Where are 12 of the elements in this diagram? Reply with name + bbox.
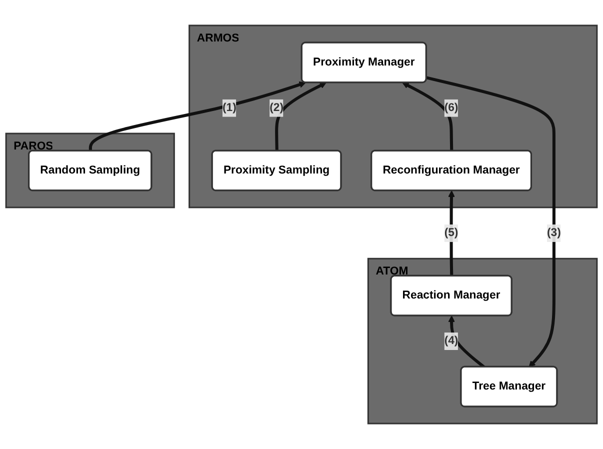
edge-label: (4) [444,334,458,347]
edge-label: (5) [444,226,458,239]
arrow [426,76,556,368]
arrow [275,82,326,151]
arrow [88,81,306,151]
edge-label: (1) [222,100,236,114]
arrow [448,190,455,276]
edge-label: (6) [444,100,458,114]
edge-label: (3) [547,226,561,239]
arrow [448,316,486,368]
edge-label: (2) [270,100,284,114]
arrow [402,82,454,151]
